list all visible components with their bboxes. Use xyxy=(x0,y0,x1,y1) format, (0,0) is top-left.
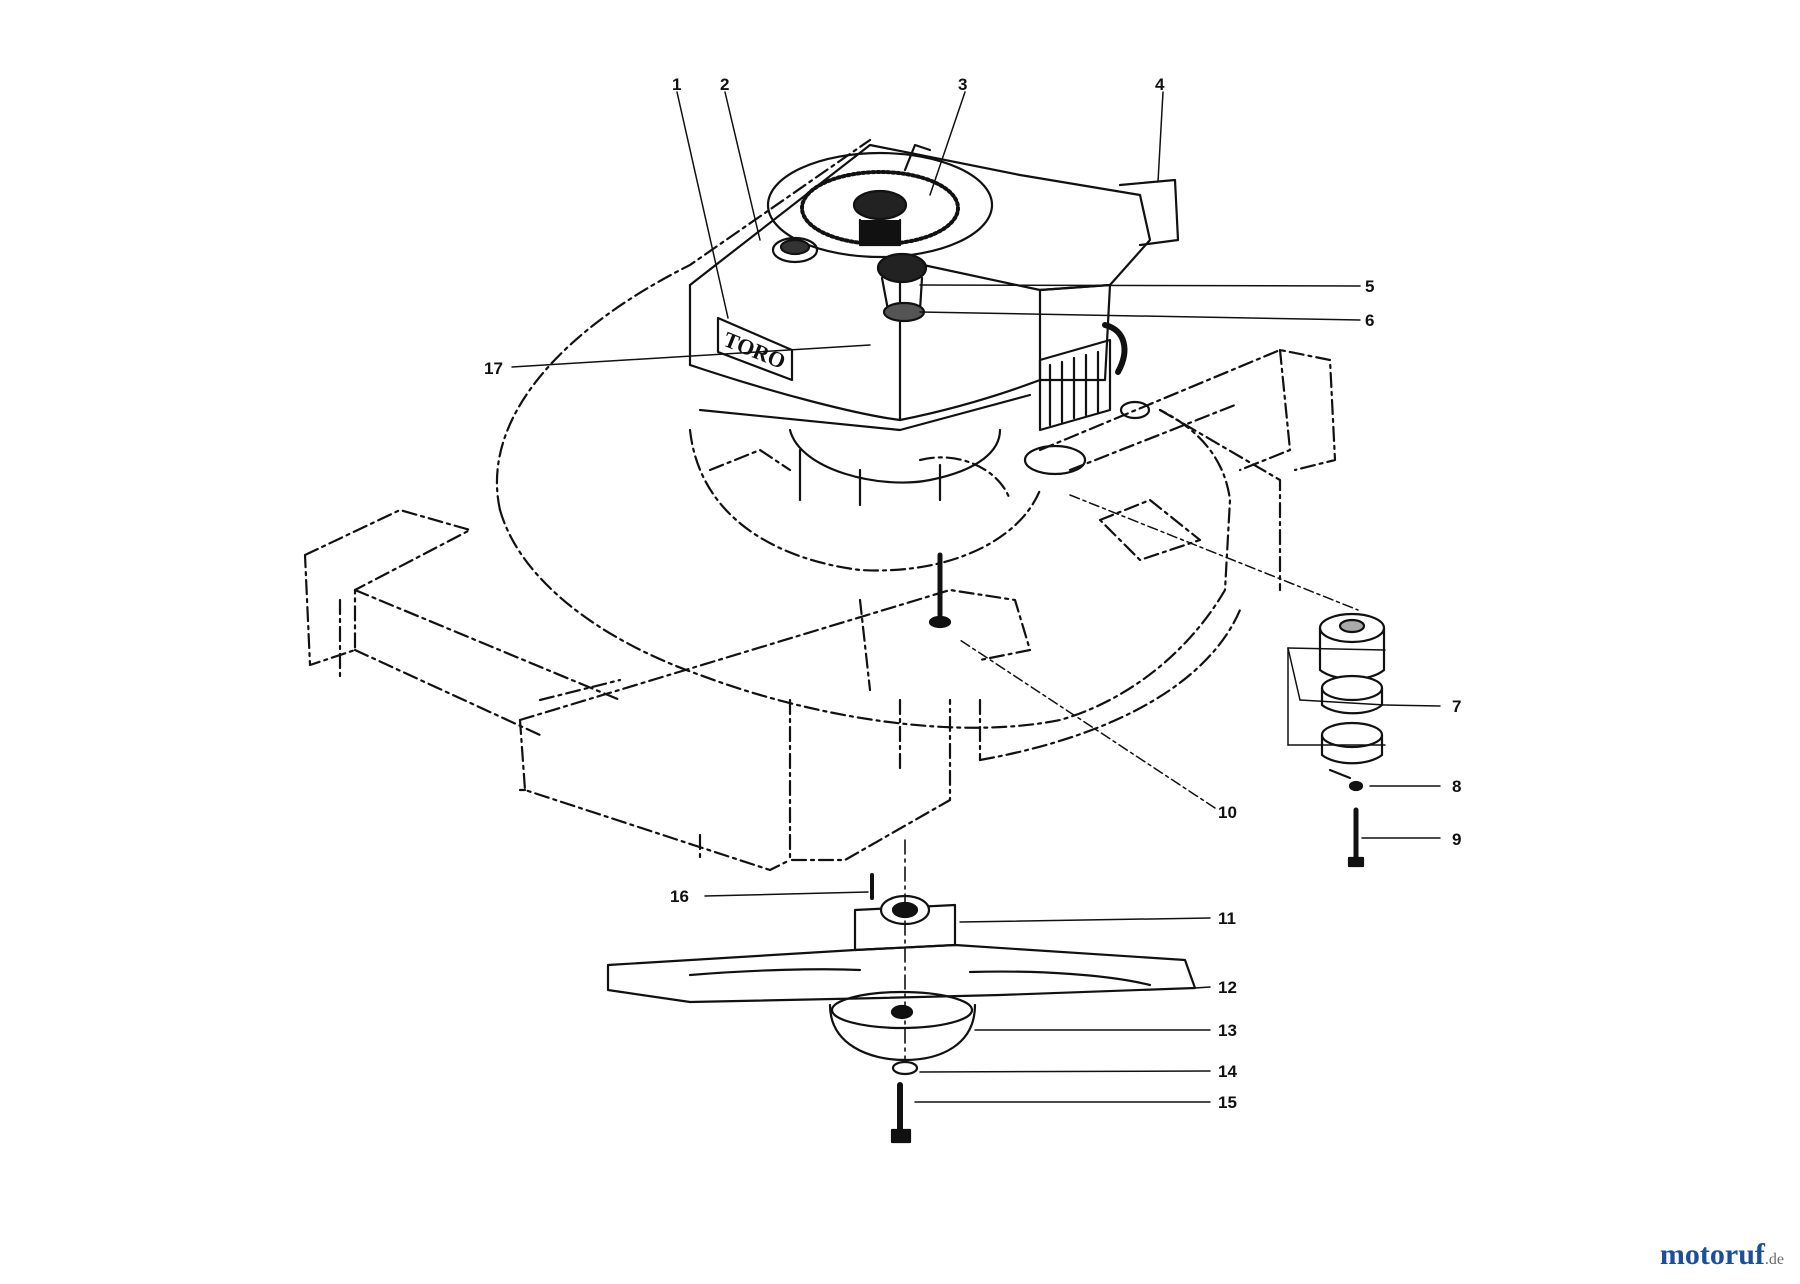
watermark-part-c: .de xyxy=(1764,1251,1784,1268)
part-label-6: 6 xyxy=(1365,311,1374,330)
part-label-15: 15 xyxy=(1218,1093,1237,1112)
mower-deck xyxy=(303,138,1337,872)
part-label-1: 1 xyxy=(672,75,681,94)
part-label-2: 2 xyxy=(720,75,729,94)
part-label-3: 3 xyxy=(958,75,967,94)
part-label-14: 14 xyxy=(1218,1062,1237,1081)
part-label-11: 11 xyxy=(1218,909,1236,928)
part-label-7: 7 xyxy=(1452,697,1461,716)
center-bolt xyxy=(928,552,952,629)
watermark-part-a: motor xyxy=(1659,1238,1739,1271)
watermark-logo: motoruf.de xyxy=(1660,1238,1784,1272)
part-label-16: 16 xyxy=(670,887,689,906)
part-label-8: 8 xyxy=(1452,777,1461,796)
part-label-4: 4 xyxy=(1155,75,1165,94)
part-label-5: 5 xyxy=(1365,277,1374,296)
part-label-9: 9 xyxy=(1452,830,1461,849)
part-label-12: 12 xyxy=(1218,978,1237,997)
motor-mount-assembly xyxy=(1318,612,1386,868)
brand-plate xyxy=(716,316,794,382)
part-label-10: 10 xyxy=(1218,803,1237,822)
watermark-part-b: uf xyxy=(1738,1238,1765,1271)
leader-lines xyxy=(511,91,1441,1103)
part-label-17: 17 xyxy=(484,359,503,378)
part-label-13: 13 xyxy=(1218,1021,1237,1040)
engine-assembly xyxy=(688,143,1180,507)
blade-assembly xyxy=(606,839,1197,1144)
